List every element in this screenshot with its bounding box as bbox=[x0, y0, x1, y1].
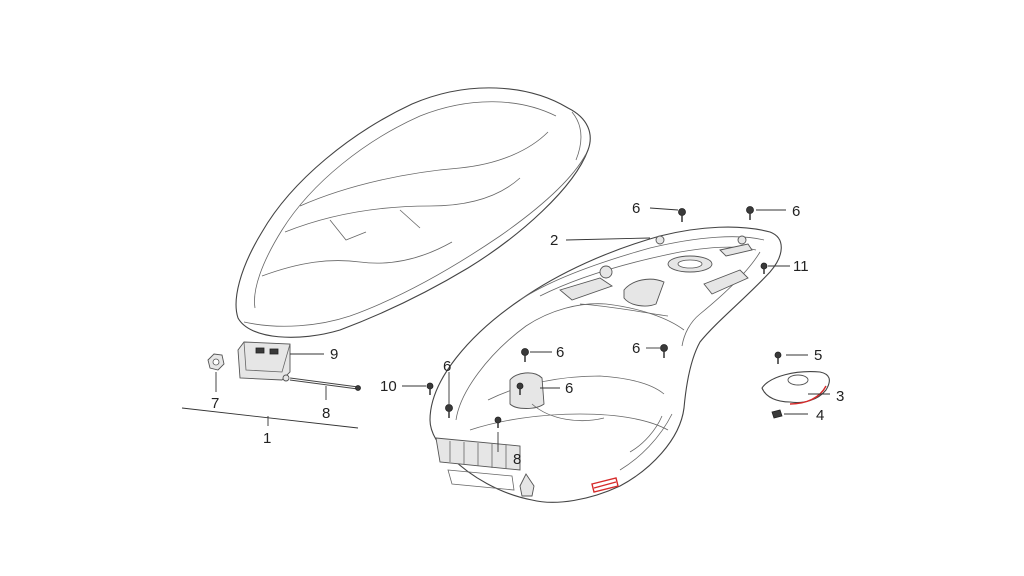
callout-6: 6 bbox=[556, 344, 564, 361]
callout-7: 7 bbox=[211, 395, 219, 412]
callout-11: 11 bbox=[793, 258, 809, 275]
callout-6: 6 bbox=[632, 200, 640, 217]
callout-2: 2 bbox=[550, 232, 558, 249]
callout-8: 8 bbox=[322, 405, 330, 422]
callout-8: 8 bbox=[513, 451, 521, 468]
callout-6: 6 bbox=[792, 203, 800, 220]
latch-icon bbox=[237, 341, 291, 381]
leader-lines bbox=[181, 207, 830, 452]
callout-4: 4 bbox=[816, 407, 824, 424]
seat-assembly-icon bbox=[235, 87, 591, 338]
callout-6: 6 bbox=[565, 380, 573, 397]
callout-1: 1 bbox=[263, 430, 271, 447]
callout-6: 6 bbox=[443, 358, 451, 375]
screw-icon bbox=[426, 206, 783, 428]
callout-labels: 6 6 2 11 9 6 6 5 6 10 6 3 7 8 4 1 8 bbox=[211, 200, 844, 468]
callout-9: 9 bbox=[330, 346, 338, 363]
bracket-plate-icon bbox=[761, 371, 830, 405]
nut-icon bbox=[207, 353, 225, 371]
callout-3: 3 bbox=[836, 388, 844, 405]
callout-6: 6 bbox=[632, 340, 640, 357]
rod-icon bbox=[282, 374, 361, 391]
callout-5: 5 bbox=[814, 347, 822, 364]
storage-box-icon bbox=[429, 226, 782, 503]
callout-10: 10 bbox=[380, 378, 397, 395]
